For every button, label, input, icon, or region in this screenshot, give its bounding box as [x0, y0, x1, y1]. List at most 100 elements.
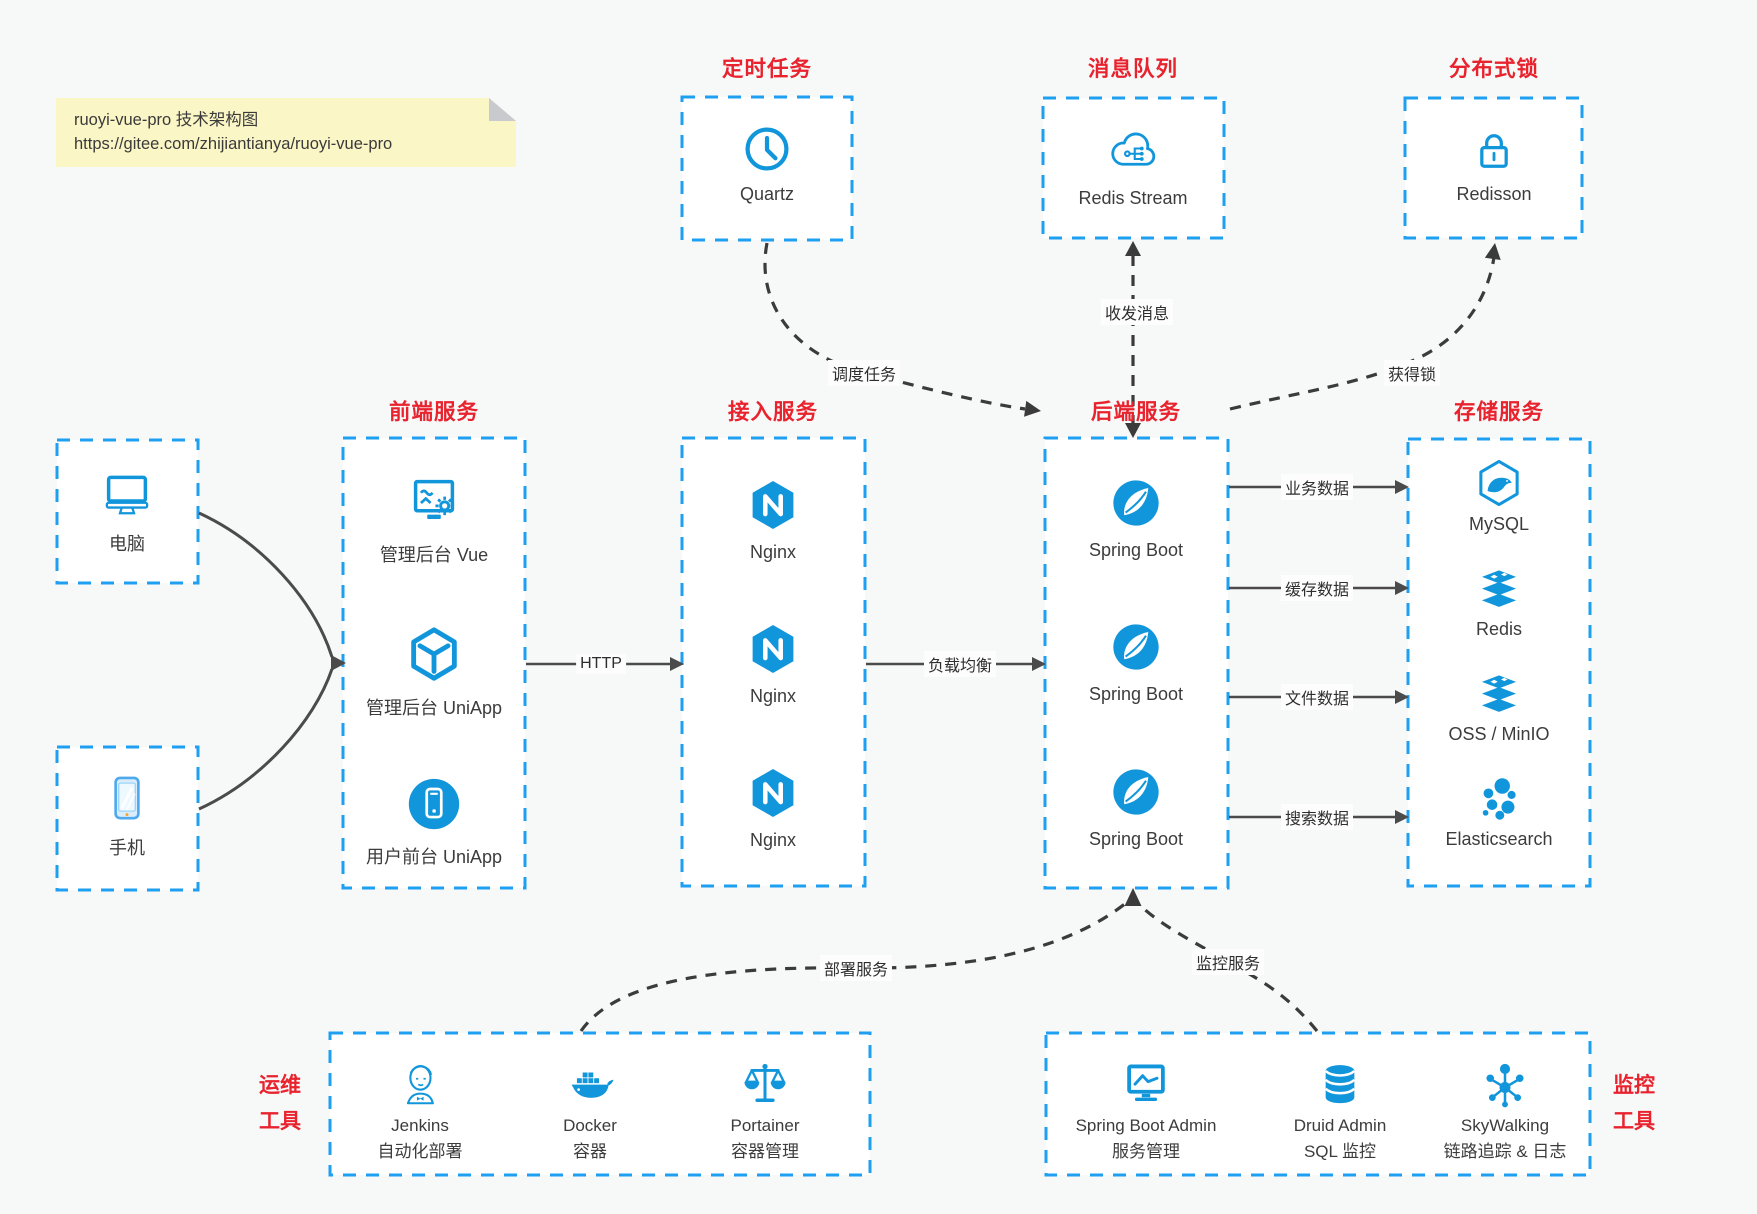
sticky-note: ruoyi-vue-pro 技术架构图 https://gitee.com/zh… [56, 98, 516, 167]
pc-box-border [55, 438, 200, 585]
note-title: ruoyi-vue-pro 技术架构图 [74, 111, 259, 129]
node-quartz-label: Quartz [739, 184, 795, 204]
node-admin-uniapp-label: 管理后台 UniApp [365, 698, 503, 718]
node-skywalking-label: SkyWalking [1460, 1116, 1550, 1135]
node-springboot-2-label: Spring Boot [1088, 684, 1184, 704]
user-app-icon [403, 773, 465, 835]
node-mobile: 手机 [37, 770, 217, 860]
clock-icon [740, 122, 794, 176]
node-springboot-admin: Spring Boot Admin 服务管理 [1046, 1058, 1246, 1163]
edge-label-file-data: 文件数据 [1280, 684, 1354, 710]
druid-icon [1313, 1058, 1367, 1112]
node-docker-sublabel: 容器 [573, 1141, 607, 1161]
node-redis-label: Redis [1475, 619, 1523, 639]
edge-schedule-curve [763, 242, 1026, 411]
springboot-admin-icon [1119, 1058, 1173, 1112]
skywalking-icon [1478, 1058, 1532, 1112]
node-user-uniapp: 用户前台 UniApp [344, 773, 524, 869]
title-monitoring: 监控 工具 [1600, 1068, 1668, 1140]
edge-cache-arrowhead [1395, 581, 1409, 595]
node-oss-minio-label: OSS / MinIO [1448, 724, 1550, 744]
edge-deploy-arrowhead [1124, 888, 1142, 906]
edge-label-http: HTTP [576, 654, 626, 674]
node-mysql-label: MySQL [1468, 514, 1529, 534]
node-jenkins: Jenkins 自动化部署 [320, 1056, 520, 1163]
node-druid-admin: Druid Admin SQL 监控 [1240, 1058, 1440, 1163]
edge-lock-arrowhead [1484, 243, 1501, 260]
edge-label-acquire-lock: 获得锁 [1383, 360, 1441, 386]
edge-label-search-data: 搜索数据 [1280, 804, 1354, 830]
node-pc: 电脑 [37, 466, 217, 556]
node-portainer-label: Portainer [730, 1116, 800, 1135]
node-redisson-label: Redisson [1456, 184, 1532, 204]
smartphone-icon [99, 770, 155, 826]
node-mysql: MySQL [1409, 456, 1589, 535]
node-nginx-3: Nginx [683, 764, 863, 851]
mysql-icon [1472, 456, 1526, 510]
node-quartz: Quartz [677, 122, 857, 205]
monitoring-box-border [1044, 1031, 1592, 1177]
node-elasticsearch-label: Elasticsearch [1445, 829, 1553, 849]
node-skywalking-sublabel: 链路追踪 & 日志 [1443, 1141, 1567, 1161]
edge-schedule-arrowhead [1024, 400, 1041, 417]
title-monitoring-line2: 工具 [1613, 1110, 1655, 1133]
node-skywalking: SkyWalking 链路追踪 & 日志 [1405, 1058, 1605, 1163]
node-nginx-3-label: Nginx [749, 830, 797, 850]
node-portainer-sublabel: 容器管理 [731, 1141, 799, 1161]
title-frontend: 前端服务 [388, 400, 479, 424]
node-springboot-1-label: Spring Boot [1088, 540, 1184, 560]
node-druid-admin-sublabel: SQL 监控 [1303, 1141, 1377, 1161]
node-springboot-admin-label: Spring Boot Admin [1075, 1116, 1217, 1135]
node-nginx-2-label: Nginx [749, 686, 797, 706]
node-docker: Docker 容器 [490, 1058, 690, 1163]
edge-business-arrowhead [1395, 480, 1409, 494]
spring-boot-icon [1107, 618, 1165, 676]
portainer-icon [737, 1056, 793, 1112]
spring-boot-icon [1107, 763, 1165, 821]
nginx-icon [744, 476, 802, 534]
edge-label-business-data: 业务数据 [1280, 474, 1354, 500]
spring-boot-icon [1107, 474, 1165, 532]
node-pc-label: 电脑 [109, 534, 145, 554]
elasticsearch-icon [1473, 773, 1525, 825]
edge-file-arrowhead [1395, 690, 1409, 704]
edge-pc-line [198, 511, 334, 658]
edge-lock-curve [1229, 256, 1496, 411]
redis-stack-icon [1473, 563, 1525, 615]
title-devops: 运维 工具 [246, 1068, 314, 1140]
desktop-icon [99, 466, 155, 522]
node-springboot-3: Spring Boot [1046, 763, 1226, 850]
title-storage: 存储服务 [1453, 400, 1544, 424]
lock-icon [1468, 124, 1520, 176]
node-nginx-2: Nginx [683, 620, 863, 707]
node-elasticsearch: Elasticsearch [1409, 773, 1589, 850]
node-jenkins-label: Jenkins [391, 1116, 449, 1135]
edge-messages-down-arrowhead [1125, 423, 1141, 438]
node-redis-stream: Redis Stream [1043, 124, 1223, 209]
edge-clients-arrowhead [331, 655, 346, 671]
node-admin-vue-label: 管理后台 Vue [379, 545, 489, 565]
nginx-icon [744, 764, 802, 822]
title-devops-line1: 运维 [259, 1074, 301, 1097]
cloud-stream-icon [1105, 124, 1161, 180]
nginx-icon [744, 620, 802, 678]
node-redis-stream-label: Redis Stream [1078, 188, 1188, 208]
redisson-box-border [1403, 96, 1584, 240]
edge-label-cache-data: 缓存数据 [1280, 575, 1354, 601]
uniapp-cube-icon [403, 624, 465, 686]
docker-icon [563, 1058, 617, 1112]
node-oss-minio: OSS / MinIO [1409, 668, 1589, 745]
node-springboot-3-label: Spring Boot [1088, 829, 1184, 849]
edge-label-messages: 收发消息 [1100, 299, 1174, 325]
node-redisson: Redisson [1404, 124, 1584, 205]
node-user-uniapp-label: 用户前台 UniApp [365, 847, 503, 867]
title-mq: 消息队列 [1087, 57, 1178, 81]
edge-label-monitor: 监控服务 [1191, 949, 1265, 975]
note-url: https://gitee.com/zhijiantianya/ruoyi-vu… [74, 135, 393, 153]
oss-stack-icon [1473, 668, 1525, 720]
redis-stream-box-border [1041, 96, 1226, 240]
edge-label-load-balance: 负载均衡 [923, 651, 997, 677]
admin-vue-icon [403, 471, 465, 533]
